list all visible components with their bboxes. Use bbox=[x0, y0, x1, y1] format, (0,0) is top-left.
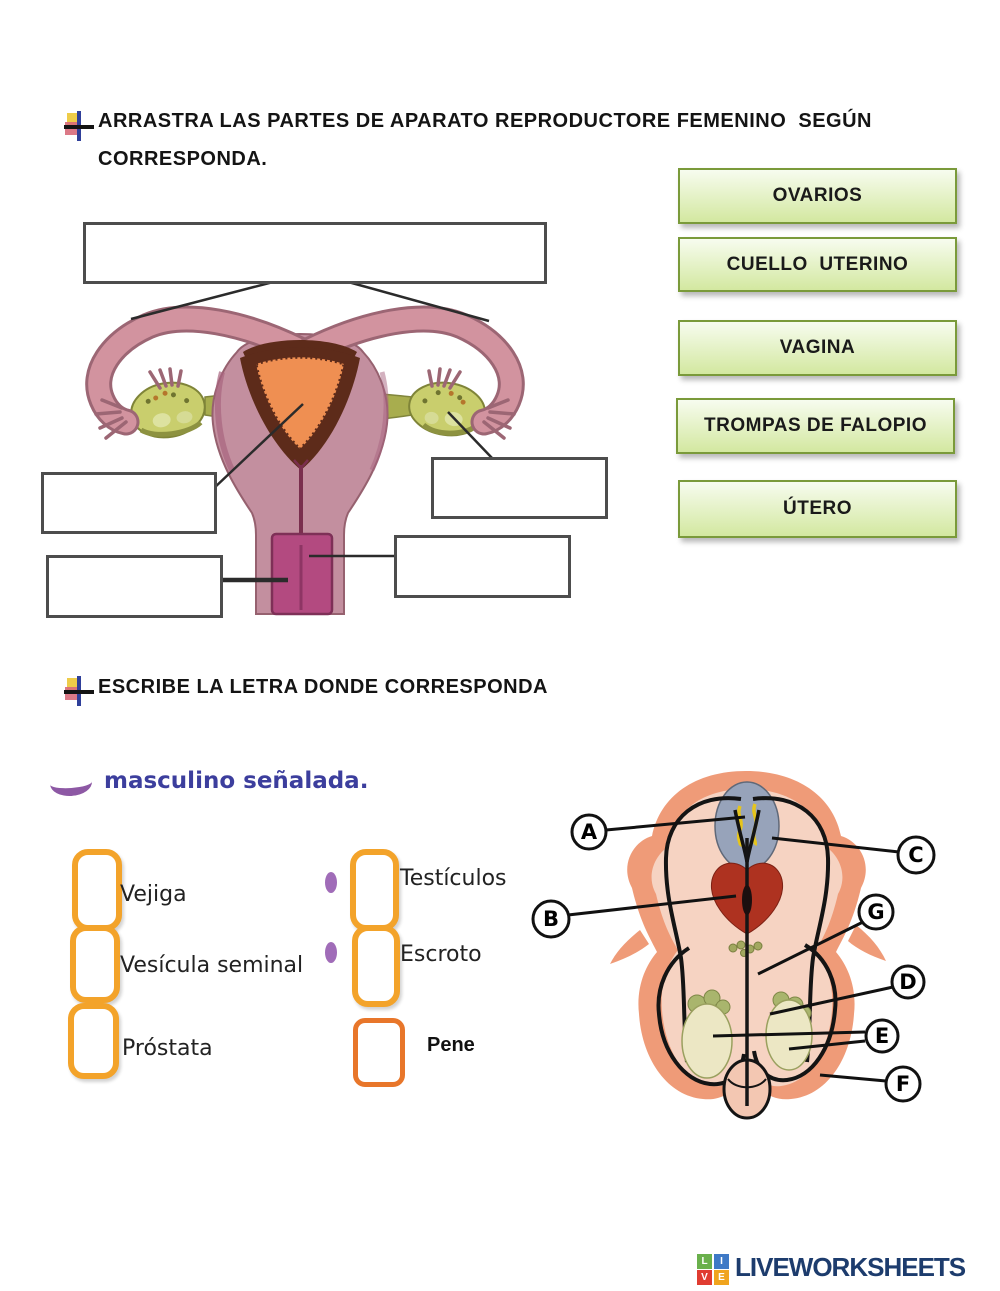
label-vesicula-seminal: Vesícula seminal bbox=[120, 953, 304, 978]
female-reproductive-diagram bbox=[85, 278, 525, 616]
letter-B: B bbox=[543, 907, 559, 931]
label-prostata: Próstata bbox=[122, 1036, 213, 1061]
drag-label-vagina[interactable]: VAGINA bbox=[678, 320, 957, 376]
drag-label-ovarios[interactable]: OVARIOS bbox=[678, 168, 957, 224]
section2-heading: ESCRIBE LA LETRA DONDE CORRESPONDA bbox=[98, 676, 548, 698]
answer-square-escroto[interactable] bbox=[352, 925, 400, 1007]
section1-heading-line2: CORRESPONDA. bbox=[98, 148, 268, 170]
answer-box-right-middle[interactable] bbox=[431, 457, 608, 519]
answer-box-bottom-right[interactable] bbox=[394, 535, 571, 598]
uterus-cavity bbox=[240, 340, 360, 470]
label-testiculos: Testículos bbox=[400, 866, 507, 891]
letter-C: C bbox=[908, 843, 923, 867]
logo-square-i: I bbox=[714, 1254, 729, 1269]
cross-bullet-icon-2 bbox=[64, 676, 94, 706]
logo-square-v: V bbox=[697, 1270, 712, 1285]
purple-bullet-icon bbox=[325, 872, 337, 893]
drag-label-utero[interactable]: ÚTERO bbox=[678, 480, 957, 538]
cross-bullet-icon bbox=[64, 111, 94, 141]
letter-F: F bbox=[896, 1072, 910, 1096]
answer-square-vejiga[interactable] bbox=[72, 849, 122, 931]
fallopian-tubes bbox=[85, 305, 525, 436]
answer-square-prostata[interactable] bbox=[68, 1003, 119, 1079]
fimbriae bbox=[94, 367, 516, 440]
male-reproductive-diagram: A B C G D E F bbox=[531, 771, 936, 1120]
answer-box-bottom-left[interactable] bbox=[46, 555, 223, 618]
label-escroto: Escroto bbox=[400, 942, 482, 967]
left-ovary bbox=[130, 381, 206, 439]
purple-bullet-icon-2 bbox=[325, 942, 337, 963]
logo-square-e: E bbox=[714, 1270, 729, 1285]
drag-label-trompas[interactable]: TROMPAS DE FALOPIO bbox=[676, 398, 955, 454]
label-pene: Pene bbox=[427, 1034, 475, 1056]
vas-deferens-outline bbox=[656, 796, 838, 1087]
letter-G: G bbox=[867, 900, 884, 924]
leader-lines-female bbox=[130, 278, 493, 583]
letter-D: D bbox=[899, 970, 916, 994]
answer-box-left-middle[interactable] bbox=[41, 472, 217, 534]
logo-square-l: L bbox=[697, 1254, 712, 1269]
answer-square-testiculos[interactable] bbox=[350, 849, 399, 931]
section1-heading-line1: ARRASTRA LAS PARTES DE APARATO REPRODUCT… bbox=[98, 110, 872, 132]
answer-square-vesicula[interactable] bbox=[70, 925, 120, 1003]
label-vejiga: Vejiga bbox=[120, 882, 187, 907]
drag-label-cuello-uterino[interactable]: CUELLO UTERINO bbox=[678, 237, 957, 292]
letter-badges: A B C G D E F bbox=[531, 813, 936, 1103]
answer-square-pene[interactable] bbox=[353, 1018, 405, 1087]
answer-box-top[interactable] bbox=[83, 222, 547, 284]
purple-swoosh-icon bbox=[49, 768, 93, 798]
letter-A: A bbox=[581, 820, 598, 844]
letter-E: E bbox=[875, 1024, 889, 1048]
leader-lines-male bbox=[567, 815, 900, 1083]
liveworksheets-brand[interactable]: LIVEWORKSHEETS bbox=[735, 1252, 966, 1282]
section2-subtitle: masculino señalada. bbox=[104, 768, 369, 794]
